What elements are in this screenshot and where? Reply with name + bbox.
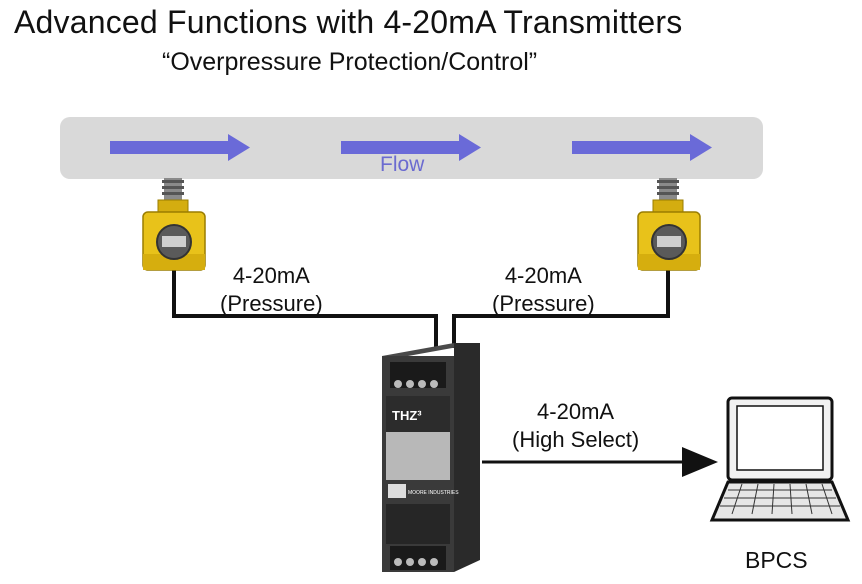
module-maker: MOORE INDUSTRIES (408, 490, 459, 496)
signal-module: THZ³ MOORE INDUSTRIES (382, 343, 480, 572)
right-signal-label: 4-20mA (Pressure) (492, 262, 595, 318)
right-signal-measure: (Pressure) (492, 291, 595, 316)
module-brand: THZ³ (392, 408, 422, 423)
flow-arrow-3 (572, 134, 712, 161)
output-signal-type: 4-20mA (537, 399, 615, 424)
page-subtitle: “Overpressure Protection/Control” (162, 48, 538, 76)
left-signal-measure: (Pressure) (220, 291, 323, 316)
bpcs-label: BPCS (745, 547, 808, 573)
output-signal-label: 4-20mA (High Select) (512, 398, 639, 454)
bpcs-computer (709, 396, 851, 522)
left-signal-wire (172, 270, 438, 348)
flow-arrow-2 (341, 134, 481, 161)
left-signal-type: 4-20mA (232, 263, 310, 288)
flow-label: Flow (380, 153, 425, 176)
flow-arrow-1 (110, 134, 250, 161)
page-title: Advanced Functions with 4-20mA Transmitt… (14, 4, 683, 40)
pressure-transmitter-right (637, 178, 701, 271)
pressure-transmitter-left (142, 178, 206, 271)
right-signal-wire (452, 270, 670, 348)
right-signal-type: 4-20mA (504, 263, 582, 288)
left-signal-label: 4-20mA (Pressure) (220, 262, 323, 318)
output-signal-function: (High Select) (512, 427, 640, 452)
